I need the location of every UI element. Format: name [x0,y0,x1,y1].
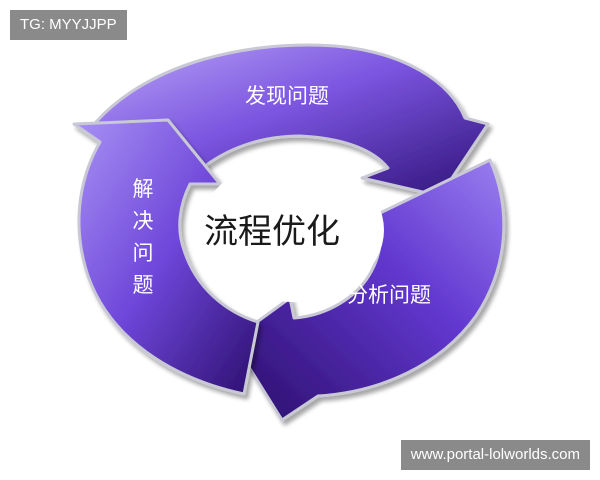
step-label-solve-char: 问 [133,241,154,265]
arrow-analyze [230,158,506,422]
center-hub [200,158,384,302]
step-label-discover: 发现问题 [245,84,329,108]
center-label: 流程优化 [204,212,340,252]
watermark-bottom-right: www.portal-lolworlds.com [400,440,590,470]
watermark-top-left: TG: MYYJJPP [10,10,127,40]
step-label-solve: 解 决 问 题 [133,177,154,297]
step-label-solve-char: 决 [133,209,154,233]
step-label-solve-char: 解 [133,177,154,201]
step-label-solve-char: 题 [133,273,154,297]
step-label-analyze: 分析问题 [347,283,431,307]
arrow-solve [72,118,260,396]
